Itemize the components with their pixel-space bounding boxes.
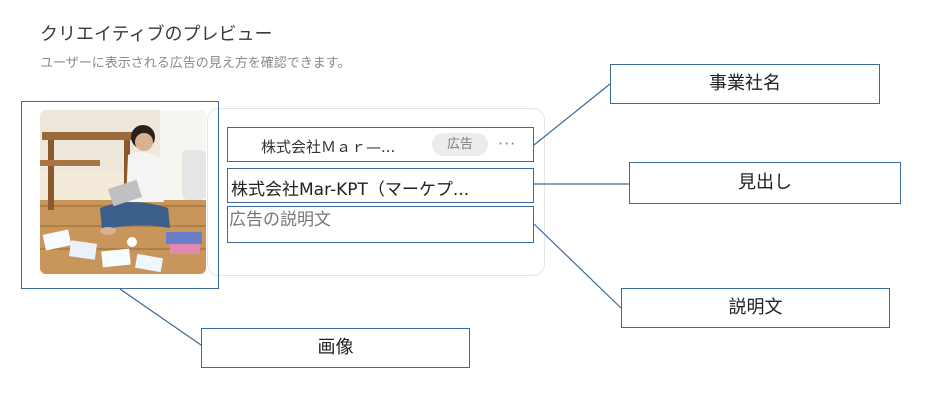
callout-line-image [119,288,202,346]
annotation-image: 画像 [201,328,470,368]
ad-badge: 広告 [432,133,488,156]
image-highlight-box [21,101,219,289]
callout-line-description [533,223,622,309]
page-title: クリエイティブのプレビュー [40,24,273,45]
description-text: 広告の説明文 [229,210,331,230]
business-name: 株式会社Ｍａｒ—... [261,138,396,156]
ad-image [40,110,206,274]
ad-preview-card [207,108,545,276]
more-options-icon[interactable]: ··· [498,134,517,153]
description-row: 広告の説明文 [227,206,534,243]
page-subtitle: ユーザーに表示される広告の見え方を確認できます。 [40,56,351,71]
annotation-headline: 見出し [629,162,901,204]
business-name-row: 株式会社Ｍａｒ—... 広告 ··· [227,127,534,162]
callout-line-business [533,83,611,146]
headline-row: 株式会社Mar-KPT（マーケプ... [227,168,534,203]
annotation-description: 説明文 [621,288,890,328]
headline-text: 株式会社Mar-KPT（マーケプ... [231,180,470,200]
person-with-laptop-photo [40,110,206,274]
annotation-business-name: 事業社名 [610,64,880,104]
